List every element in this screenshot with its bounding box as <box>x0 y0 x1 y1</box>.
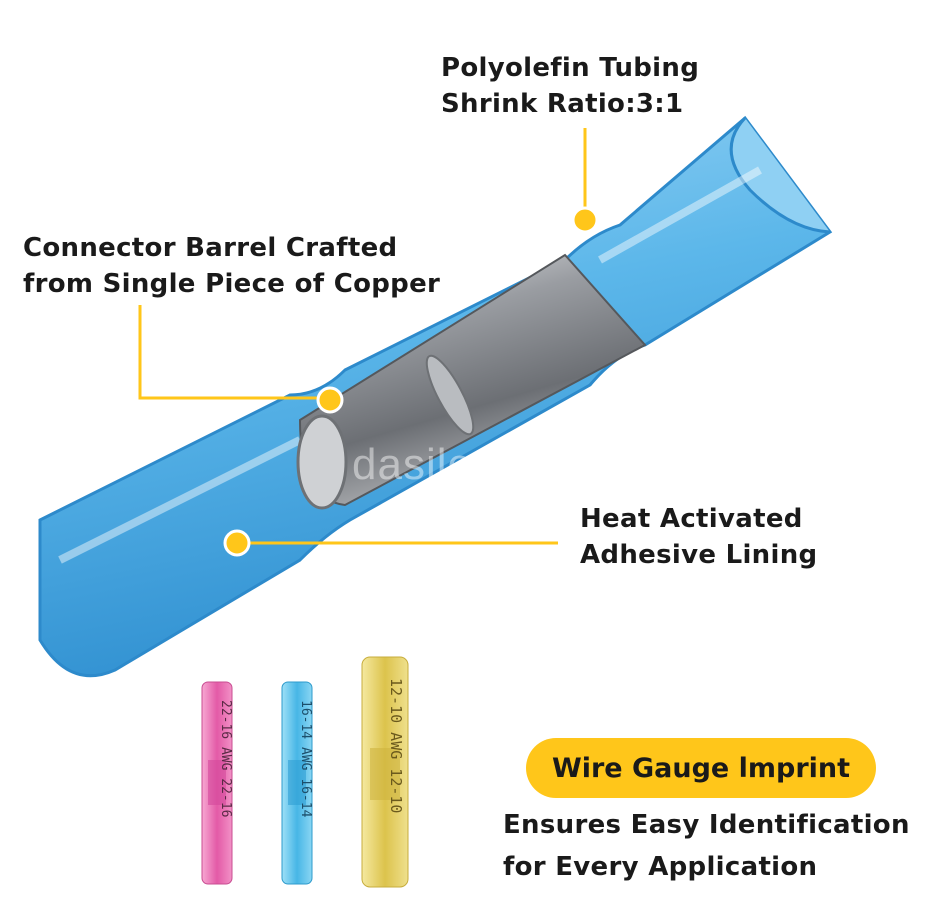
tubing-callout: Polyolefin Tubing Shrink Ratio:3:1 <box>441 50 699 122</box>
connector-blue <box>281 681 313 885</box>
tube-open-end <box>729 116 831 234</box>
connector-pink <box>201 681 233 885</box>
tagline-line1: Ensures Easy Identification <box>503 810 910 840</box>
tubing-marker-dot <box>571 206 599 234</box>
connector-yellow <box>361 656 409 888</box>
tubing-callout-line2: Shrink Ratio:3:1 <box>441 89 684 119</box>
tagline-line2: for Every Application <box>503 852 818 882</box>
adhesive-callout: Heat Activated Adhesive Lining <box>580 501 817 573</box>
adhesive-callout-line1: Heat Activated <box>580 504 803 534</box>
callout-markers <box>138 128 599 557</box>
connector-imprints: 22-16 AWG 22-16 16-14 AWG 16-14 12-10 AW… <box>218 678 405 818</box>
barrel-stop <box>425 354 475 436</box>
tube-highlight <box>58 166 762 564</box>
imprint-yellow: 12-10 AWG 12-10 <box>387 678 405 813</box>
barrel-callout-line1: Connector Barrel Crafted <box>23 233 398 263</box>
imprint-pink: 22-16 AWG 22-16 <box>218 700 233 817</box>
adhesive-callout-line2: Adhesive Lining <box>580 540 818 570</box>
barrel-marker-dot <box>316 386 344 414</box>
imprint-blue: 16-14 AWG 16-14 <box>298 700 313 818</box>
watermark: dasileysen <box>352 440 570 489</box>
barrel-end-ring <box>296 414 348 510</box>
tagline: Ensures Easy Identification for Every Ap… <box>503 804 910 888</box>
barrel-callout: Connector Barrel Crafted from Single Pie… <box>23 230 440 302</box>
tubing-callout-line1: Polyolefin Tubing <box>441 53 700 83</box>
wire-gauge-badge: Wire Gauge lmprint <box>526 738 876 798</box>
barrel-callout-line2: from Single Piece of Copper <box>23 269 441 299</box>
adhesive-marker-dot <box>223 529 251 557</box>
